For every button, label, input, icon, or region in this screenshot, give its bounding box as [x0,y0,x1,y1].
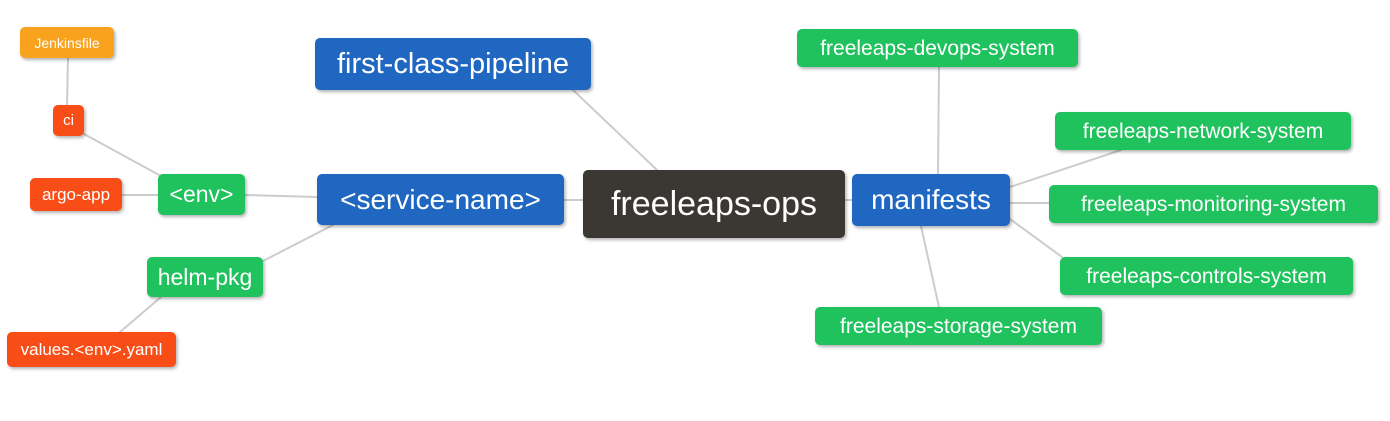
mindmap-node-jenkinsfile[interactable]: Jenkinsfile [20,27,114,58]
edge-manifests-to-storage-system [920,225,940,308]
node-label: first-class-pipeline [336,47,570,80]
mindmap-node-ci[interactable]: ci [53,105,84,136]
edge-manifests-to-network-system [1009,149,1122,188]
edge-helm-pkg-to-service-name [262,224,334,262]
mindmap-node-first-class-pipeline[interactable]: first-class-pipeline [315,38,591,90]
node-label: helm-pkg [157,263,253,290]
mindmap-node-devops-system[interactable]: freeleaps-devops-system [797,29,1078,67]
edge-manifests-to-controls-system [1009,218,1063,258]
node-label: <env> [169,181,234,207]
mindmap-node-controls-system[interactable]: freeleaps-controls-system [1060,257,1353,295]
mindmap-node-helm-pkg[interactable]: helm-pkg [147,257,263,297]
mindmap-node-values-env-yaml[interactable]: values.<env>.yaml [7,332,176,367]
edge-values-env-yaml-to-helm-pkg [119,296,162,333]
mindmap-node-env[interactable]: <env> [158,174,245,215]
edge-ci-to-env [83,133,162,177]
mindmap-node-storage-system[interactable]: freeleaps-storage-system [815,307,1102,345]
mindmap-node-freeleaps-ops[interactable]: freeleaps-ops [583,170,845,238]
node-label: ci [63,112,74,129]
node-label: <service-name> [340,183,541,215]
edge-env-to-service-name [244,194,318,198]
mindmap-node-manifests[interactable]: manifests [852,174,1010,226]
edge-jenkinsfile-to-ci [66,57,69,106]
node-label: Jenkinsfile [34,34,100,51]
node-label: argo-app [41,185,111,204]
node-label: manifests [871,184,991,215]
edge-first-class-pipeline-to-freeleaps-ops [572,89,658,171]
node-label: freeleaps-devops-system [820,36,1055,60]
node-label: values.<env>.yaml [20,340,163,359]
node-label: freeleaps-monitoring-system [1081,192,1346,216]
mindmap-node-network-system[interactable]: freeleaps-network-system [1055,112,1351,150]
mindmap-node-service-name[interactable]: <service-name> [317,174,564,225]
edge-manifests-to-devops-system [937,66,940,175]
node-label: freeleaps-ops [610,185,817,223]
node-label: freeleaps-controls-system [1086,264,1327,288]
node-label: freeleaps-network-system [1082,119,1324,143]
mindmap-node-argo-app[interactable]: argo-app [30,178,122,211]
mindmap-node-monitoring-system[interactable]: freeleaps-monitoring-system [1049,185,1378,223]
node-label: freeleaps-storage-system [840,314,1077,338]
